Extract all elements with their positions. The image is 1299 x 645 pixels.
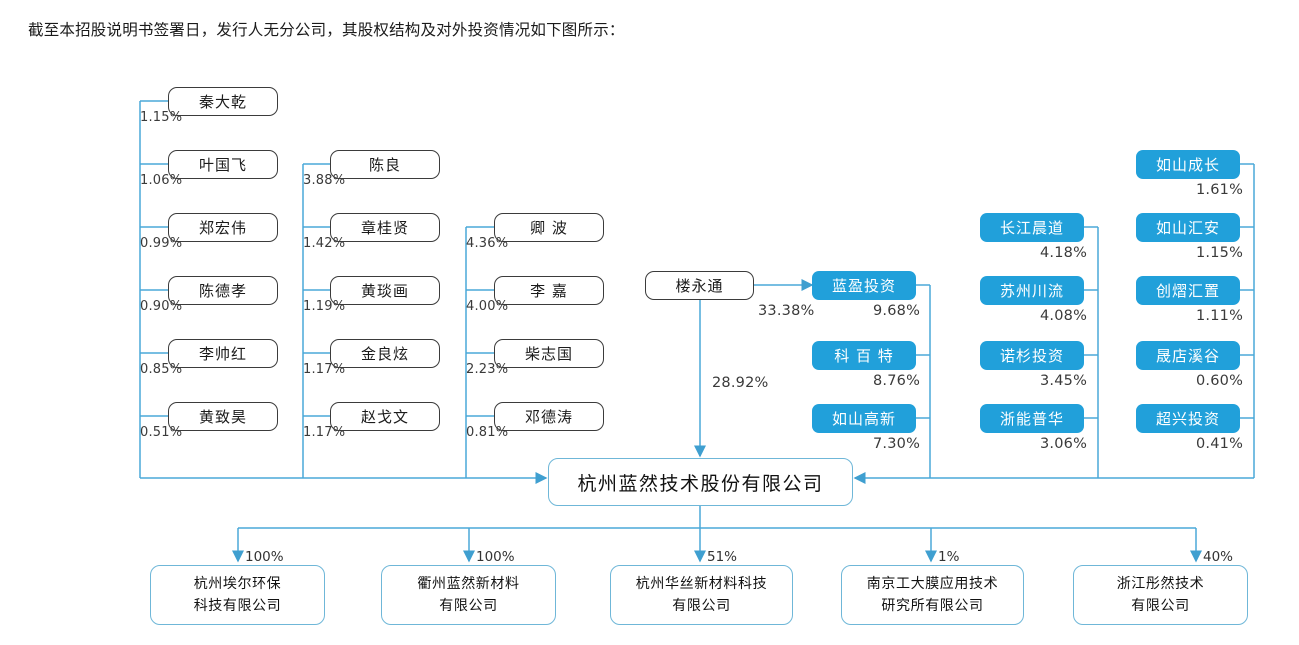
institution-pct: 4.18% <box>1040 245 1088 261</box>
shareholder-pct: 0.51% <box>140 425 183 440</box>
institution-box[interactable]: 浙能普华 <box>980 404 1084 433</box>
subsidiary-box[interactable]: 南京工大膜应用技术 研究所有限公司 <box>841 565 1024 625</box>
shareholder-box[interactable]: 陈德孝 <box>168 276 278 305</box>
institution-box[interactable]: 科 百 特 <box>812 341 916 370</box>
shareholder-pct: 1.17% <box>303 362 346 377</box>
institution-box[interactable]: 苏州川流 <box>980 276 1084 305</box>
shareholder-box[interactable]: 章桂贤 <box>330 213 440 242</box>
shareholder-box[interactable]: 李 嘉 <box>494 276 604 305</box>
subsidiary-box[interactable]: 杭州华丝新材料科技 有限公司 <box>610 565 793 625</box>
shareholder-pct: 0.81% <box>466 425 509 440</box>
shareholder-box[interactable]: 黄致昊 <box>168 402 278 431</box>
shareholder-pct: 1.42% <box>303 236 346 251</box>
shareholder-box[interactable]: 黄琰画 <box>330 276 440 305</box>
shareholder-box[interactable]: 卿 波 <box>494 213 604 242</box>
institution-box[interactable]: 长江晨道 <box>980 213 1084 242</box>
shareholder-pct: 2.23% <box>466 362 509 377</box>
shareholder-box[interactable]: 金良炫 <box>330 339 440 368</box>
shareholder-pct: 1.19% <box>303 299 346 314</box>
institution-box[interactable]: 蓝盈投资 <box>812 271 916 300</box>
institution-pct: 3.06% <box>1040 436 1088 452</box>
institution-box[interactable]: 如山高新 <box>812 404 916 433</box>
subsidiary-box[interactable]: 衢州蓝然新材料 有限公司 <box>381 565 556 625</box>
institution-box[interactable]: 诺杉投资 <box>980 341 1084 370</box>
institution-pct: 0.41% <box>1196 436 1244 452</box>
subsidiary-line1: 杭州埃尔环保 <box>193 576 282 592</box>
institution-pct: 9.68% <box>873 303 921 319</box>
subsidiary-box[interactable]: 杭州埃尔环保 科技有限公司 <box>150 565 325 625</box>
institution-box[interactable]: 如山成长 <box>1136 150 1240 179</box>
shareholder-pct: 1.15% <box>140 110 183 125</box>
institution-pct: 0.60% <box>1196 373 1244 389</box>
shareholder-box[interactable]: 邓德涛 <box>494 402 604 431</box>
shareholder-box[interactable]: 赵戈文 <box>330 402 440 431</box>
subsidiary-line1: 杭州华丝新材料科技 <box>635 576 768 592</box>
shareholder-pct: 0.99% <box>140 236 183 251</box>
subsidiary-line1: 浙江彤然技术 <box>1116 576 1205 592</box>
shareholder-pct: 0.85% <box>140 362 183 377</box>
subsidiary-line2: 研究所有限公司 <box>881 598 984 614</box>
institution-pct: 3.45% <box>1040 373 1088 389</box>
controller-direct-pct: 28.92% <box>712 375 769 391</box>
subsidiary-pct: 1% <box>938 549 960 565</box>
main-company-box[interactable]: 杭州蓝然技术股份有限公司 <box>548 458 853 506</box>
subsidiary-pct: 40% <box>1203 549 1234 565</box>
shareholder-box[interactable]: 叶国飞 <box>168 150 278 179</box>
subsidiary-line2: 有限公司 <box>439 598 498 614</box>
subsidiary-pct: 100% <box>476 549 515 565</box>
shareholder-pct: 1.06% <box>140 173 183 188</box>
institution-pct: 4.08% <box>1040 308 1088 324</box>
institution-pct: 1.15% <box>1196 245 1244 261</box>
shareholder-box[interactable]: 秦大乾 <box>168 87 278 116</box>
shareholder-pct: 4.36% <box>466 236 509 251</box>
institution-box[interactable]: 晟店溪谷 <box>1136 341 1240 370</box>
institution-pct: 1.61% <box>1196 182 1244 198</box>
shareholder-box[interactable]: 郑宏伟 <box>168 213 278 242</box>
shareholder-pct: 3.88% <box>303 173 346 188</box>
shareholder-box[interactable]: 李帅红 <box>168 339 278 368</box>
connector-lines <box>139 100 1255 563</box>
institution-box[interactable]: 创熠汇置 <box>1136 276 1240 305</box>
institution-box[interactable]: 如山汇安 <box>1136 213 1240 242</box>
subsidiary-line2: 科技有限公司 <box>193 598 282 614</box>
shareholder-pct: 4.00% <box>466 299 509 314</box>
institution-pct: 7.30% <box>873 436 921 452</box>
subsidiary-pct: 100% <box>245 549 284 565</box>
controller-to-lanying-pct: 33.38% <box>758 303 815 319</box>
controller-box[interactable]: 楼永通 <box>645 271 754 300</box>
subsidiary-pct: 51% <box>707 549 738 565</box>
subsidiary-line2: 有限公司 <box>672 598 731 614</box>
shareholder-pct: 1.17% <box>303 425 346 440</box>
subsidiary-line2: 有限公司 <box>1131 598 1190 614</box>
shareholder-box[interactable]: 柴志国 <box>494 339 604 368</box>
shareholder-box[interactable]: 陈良 <box>330 150 440 179</box>
institution-pct: 8.76% <box>873 373 921 389</box>
ownership-structure-diagram: 秦大乾 1.15% 叶国飞 1.06% 郑宏伟 0.99% 陈德孝 0.90% … <box>0 62 1299 645</box>
institution-pct: 1.11% <box>1196 308 1244 324</box>
page-intro-text: 截至本招股说明书签署日，发行人无分公司，其股权结构及对外投资情况如下图所示： <box>28 21 625 39</box>
subsidiary-line1: 衢州蓝然新材料 <box>417 576 520 592</box>
subsidiary-box[interactable]: 浙江彤然技术 有限公司 <box>1073 565 1248 625</box>
institution-box[interactable]: 超兴投资 <box>1136 404 1240 433</box>
subsidiary-line1: 南京工大膜应用技术 <box>866 576 999 592</box>
shareholder-pct: 0.90% <box>140 299 183 314</box>
